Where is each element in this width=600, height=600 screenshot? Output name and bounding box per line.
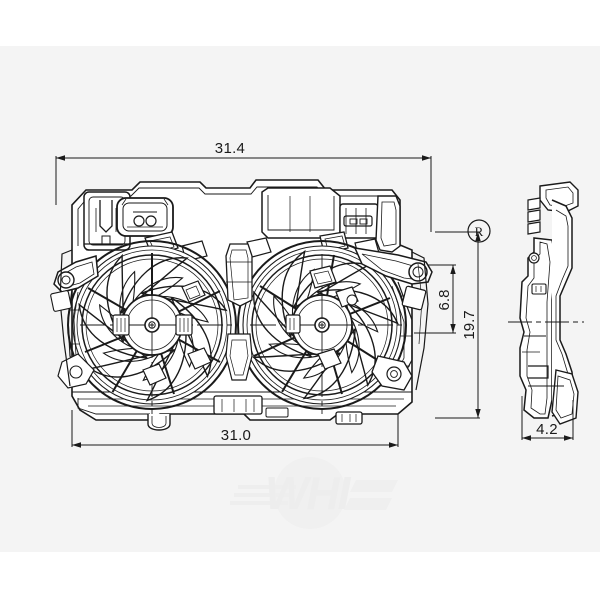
dimension-label-overall-height: 19.7 (461, 310, 478, 339)
registered-mark-letter: R (475, 224, 484, 239)
watermark-text: WHI (265, 467, 352, 519)
dimension-label-side-depth: 4.2 (536, 421, 558, 438)
bottom-mount-feet (147, 407, 363, 431)
upper-right-housing (261, 187, 401, 253)
dimension-top-width (55, 155, 432, 232)
left-fan-assembly (67, 240, 237, 414)
side-view-profile (508, 181, 584, 425)
dimension-label-top-width: 31.4 (215, 140, 245, 157)
shroud-side-flanges (50, 249, 429, 391)
dimension-label-bottom-width: 31.0 (221, 427, 251, 444)
dimension-label-inner-height: 6.8 (436, 290, 453, 311)
registered-mark-symbol: R (467, 219, 491, 243)
right-fan-assembly (237, 240, 407, 414)
side-view-extension-lines (521, 396, 574, 432)
electrical-connector (116, 197, 174, 237)
watermark-logo: WHI (230, 457, 398, 529)
center-divider-structure (213, 243, 263, 415)
dimension-bottom-width (71, 410, 399, 448)
dimension-overall-height (435, 231, 481, 419)
right-mount-arm (353, 247, 433, 391)
